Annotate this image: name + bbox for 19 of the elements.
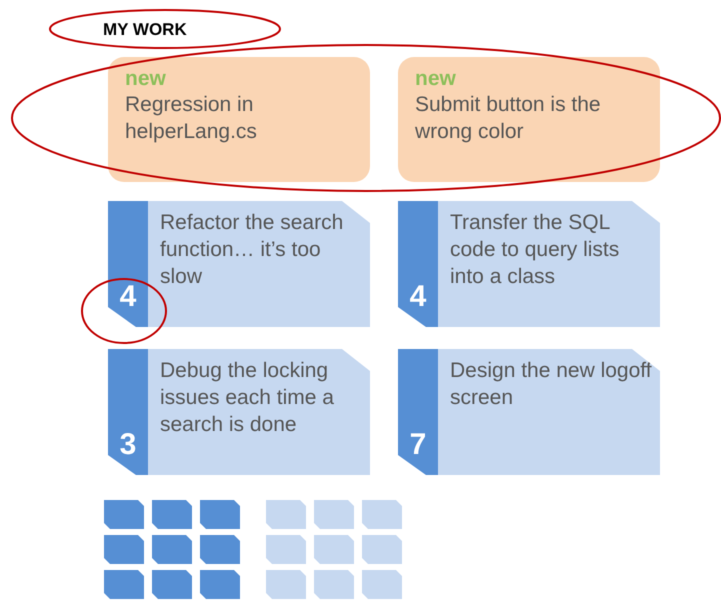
task-title: Design the new logoff screen <box>450 358 653 411</box>
task-card <box>398 349 660 475</box>
estimate-number: 4 <box>408 281 428 313</box>
issue-title: Submit button is the wrong color <box>415 92 602 145</box>
task-title: Debug the locking issues each time a search is done <box>160 358 335 438</box>
estimate-number: 7 <box>408 429 428 461</box>
estimate-number: 3 <box>118 429 138 461</box>
status-label: new <box>125 67 167 91</box>
task-card <box>108 349 370 475</box>
issue-card <box>398 57 660 182</box>
estimate-number: 4 <box>118 281 138 313</box>
heading: MY WORK <box>103 20 187 40</box>
status-label: new <box>415 67 457 91</box>
task-title: Refactor the search function… it’s too slow <box>160 210 344 290</box>
task-card <box>398 201 660 327</box>
issue-title: Regression in helperLang.cs <box>125 92 258 145</box>
task-card <box>108 201 370 327</box>
task-title: Transfer the SQL code to query lists into a class <box>450 210 620 290</box>
issue-card <box>108 57 370 182</box>
